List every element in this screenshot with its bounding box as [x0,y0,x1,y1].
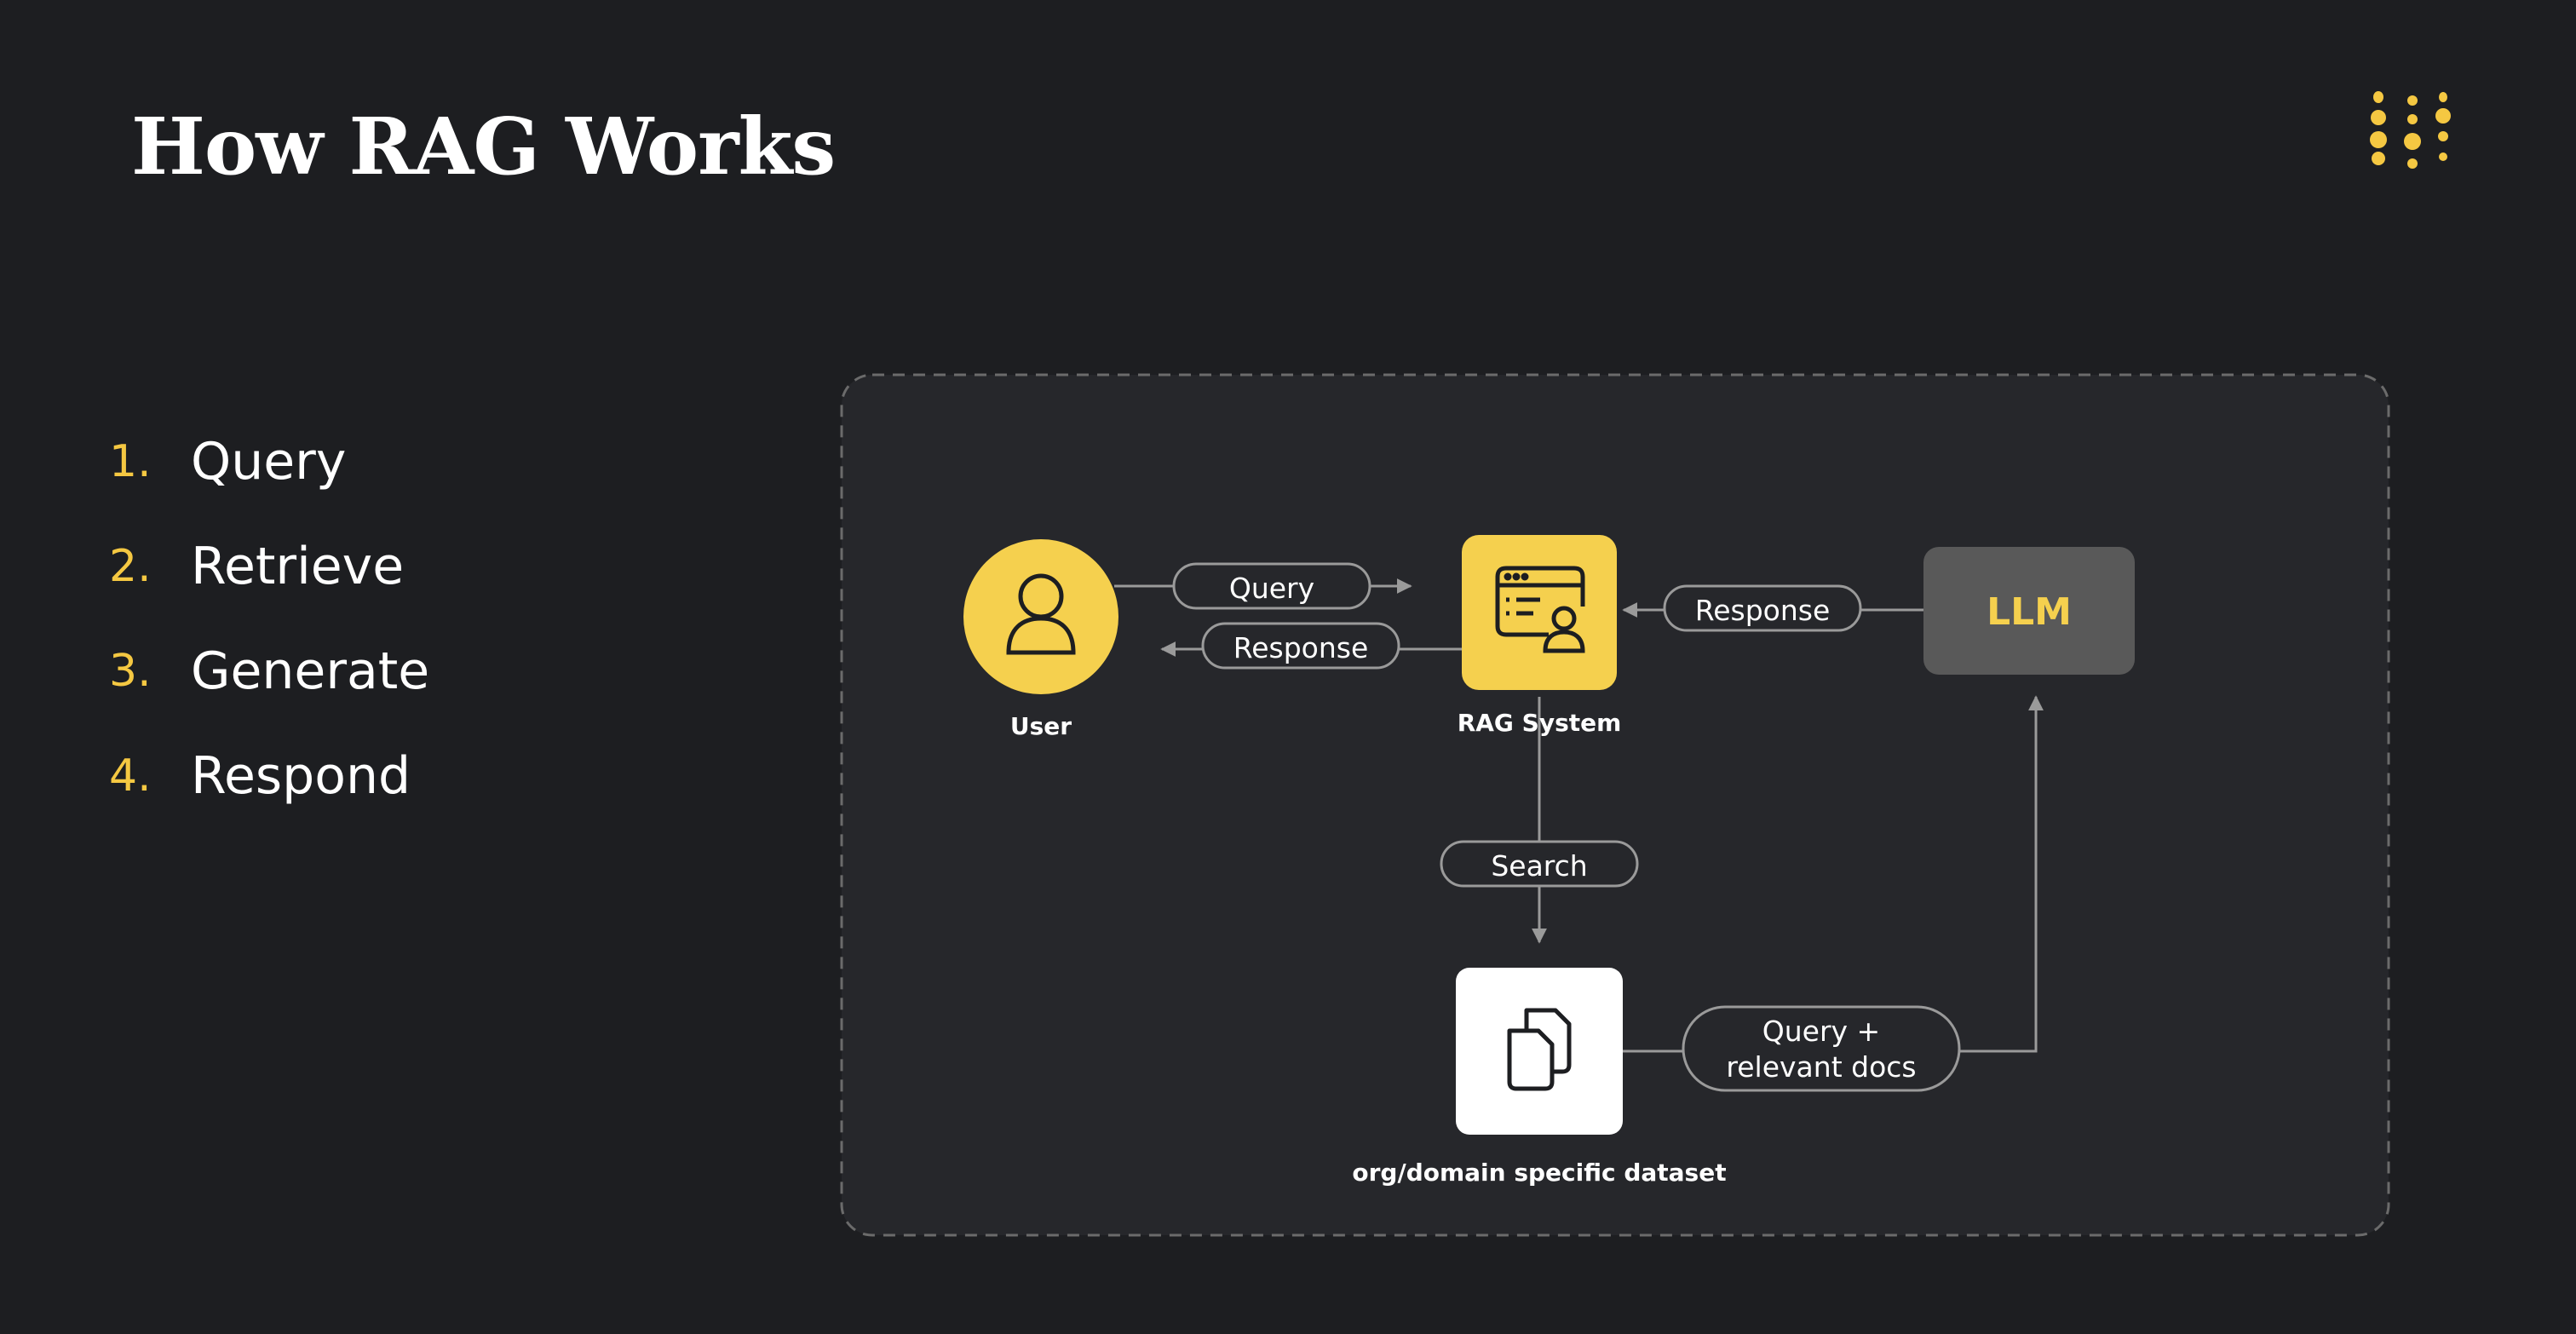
svg-text:org/domain specific dataset: org/domain specific dataset [1352,1159,1726,1187]
steps-list: 1. Query 2. Retrieve 3. Generate 4. Resp… [109,409,429,828]
rag-system-node: RAG System [1458,535,1622,737]
svg-text:LLM: LLM [1987,590,2072,634]
svg-text:Search: Search [1491,849,1587,883]
svg-text:Response: Response [1233,631,1369,664]
user-icon [1006,573,1076,655]
dataset-node: org/domain specific dataset [1352,968,1727,1187]
list-item: 1. Query [109,409,429,514]
step-label: Retrieve [191,536,405,596]
llm-node: LLM [1923,547,2135,675]
svg-text:Query +: Query + [1762,1015,1880,1048]
svg-text:RAG System: RAG System [1458,709,1622,737]
rag-system-icon [1495,566,1585,653]
page-title: How RAG Works [131,101,836,193]
edge-label-user-query: Query [1172,562,1371,610]
edge-label-search: Search [1440,840,1639,888]
list-item: 2. Retrieve [109,514,429,618]
step-label: Generate [191,641,430,701]
svg-text:Response: Response [1695,594,1831,627]
edge-label-llm-response: Response [1663,584,1862,632]
list-item: 3. Generate [109,618,429,723]
svg-text:User: User [1010,712,1072,740]
step-number: 2. [109,540,152,592]
brand-logo-icon [2370,91,2451,169]
step-number: 3. [109,645,152,697]
svg-text:relevant docs: relevant docs [1726,1050,1916,1084]
svg-text:Query: Query [1229,572,1314,605]
step-label: Query [191,431,347,492]
user-node: User [963,539,1118,740]
edge-label-query-docs: Query + relevant docs [1682,1005,1961,1092]
step-number: 1. [109,435,152,487]
edge-label-rag-response: Response [1201,622,1400,670]
step-label: Respond [191,745,411,806]
documents-icon [1507,1008,1572,1091]
step-number: 4. [109,750,152,802]
list-item: 4. Respond [109,723,429,828]
